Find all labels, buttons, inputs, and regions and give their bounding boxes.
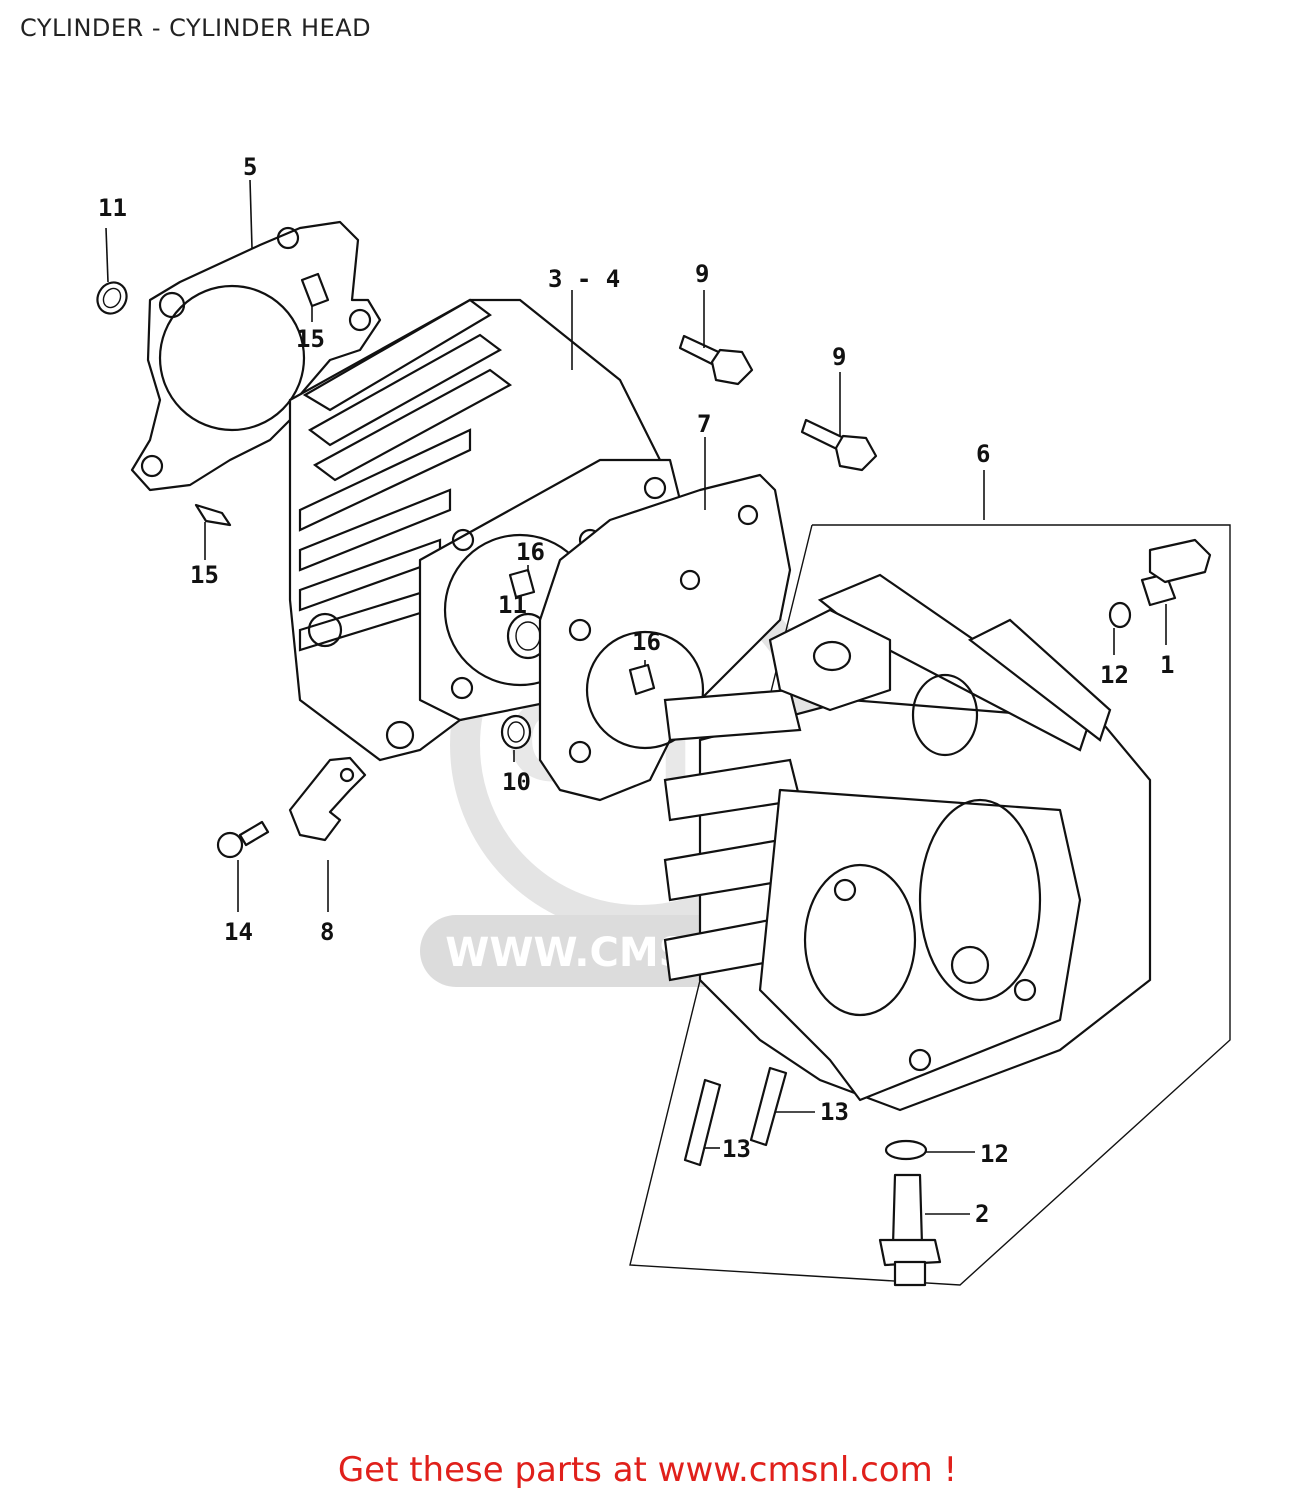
callout-11a: 11 [98, 194, 127, 222]
part-13-stud-right [749, 1066, 815, 1147]
callout-12b: 12 [980, 1140, 1009, 1168]
callout-1: 1 [1160, 651, 1174, 679]
callout-2: 2 [975, 1200, 989, 1228]
callout-16a: 16 [516, 538, 545, 566]
part-2-fitting [878, 1173, 970, 1287]
callout-13b: 13 [722, 1135, 751, 1163]
callout-14: 14 [224, 918, 253, 946]
callout-3-4: 3 - 4 [548, 265, 620, 293]
part-1-fitting [1140, 538, 1212, 645]
callout-10: 10 [502, 768, 531, 796]
part-8-clamp [288, 756, 367, 912]
callout-16b: 16 [632, 628, 661, 656]
part-16-dowel-cylinder [508, 565, 536, 599]
callout-11b: 11 [498, 591, 527, 619]
part-16-dowel-gasket [628, 660, 656, 696]
part-15-dowel-upper [300, 272, 330, 322]
callout-5: 5 [243, 153, 257, 181]
callout-15b: 15 [190, 561, 219, 589]
part-11-oring-left [96, 227, 128, 315]
callout-9b: 9 [832, 343, 846, 371]
callout-8: 8 [320, 918, 334, 946]
part-15-dowel-lower [194, 503, 232, 560]
part-14-screw [216, 820, 270, 912]
part-10-oring [500, 714, 532, 762]
callout-6: 6 [976, 440, 990, 468]
part-6-cylinder-head [663, 573, 1152, 1112]
part-13-stud-left [683, 1078, 722, 1167]
part-12-oring-upper [1108, 601, 1132, 655]
callout-7: 7 [697, 410, 711, 438]
page-title: CYLINDER - CYLINDER HEAD [20, 14, 372, 42]
part-9-bolt-upper [678, 290, 754, 386]
part-9-bolt-lower [800, 372, 878, 472]
part-7-head-gasket [538, 437, 792, 802]
part-6-assembly-bracket [629, 470, 1231, 1286]
callout-13a: 13 [820, 1098, 849, 1126]
callout-12a: 12 [1100, 661, 1129, 689]
get-parts-link[interactable]: Get these parts at www.cmsnl.com ! [337, 1450, 958, 1490]
callout-labels: 11 5 15 15 3 - 4 9 9 7 6 16 11 16 12 1 1… [98, 153, 1174, 1228]
part-12-oring-lower [884, 1139, 975, 1161]
callout-9a: 9 [695, 260, 709, 288]
callout-15a: 15 [296, 325, 325, 353]
